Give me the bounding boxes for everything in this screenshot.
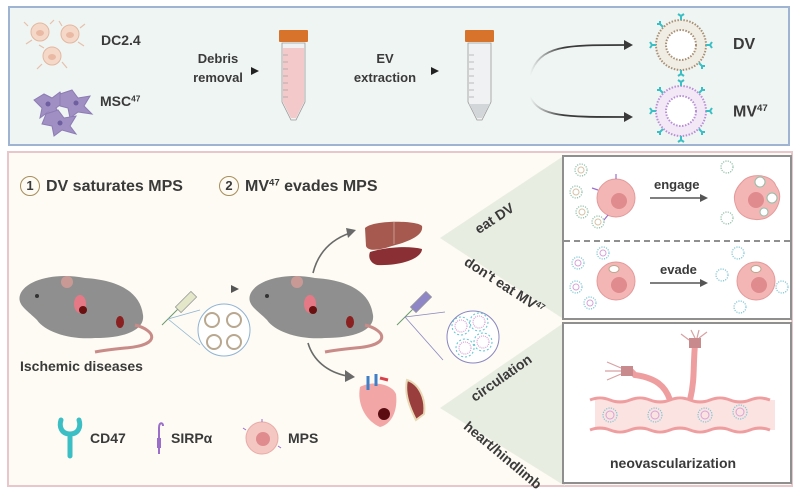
mouse-ischemic-icon [19,275,154,354]
mps-cell-icon [242,419,282,455]
dc24-cells-icon [23,19,86,70]
split-arrows-icon [529,40,633,122]
neovascularization-label: neovascularization [610,455,737,471]
mps-cell-evade-after-icon [715,246,789,314]
centrifuge-tube-ev-icon [465,30,494,121]
legend-label-mps: MPS [288,430,319,446]
mv47-zoom-circle-icon [451,312,493,358]
mps-cell-evade-before-icon [569,246,636,310]
step-debris-removal-label: Debris removal [193,51,243,85]
step-number-badge: 2 [219,176,239,196]
arrow-icon [650,194,708,202]
source-label-msc47: MSC47 [100,93,141,109]
arrow-icon [145,285,239,293]
cd47-icon [57,417,83,459]
arrow-icon [335,67,439,75]
syringe-dv-icon [161,290,251,357]
syringe-mv47-icon [396,290,500,364]
evade-label: evade [660,262,697,277]
mv47-vesicle-icon [649,79,713,143]
engage-label: engage [654,177,700,192]
arrow-icon [155,67,259,75]
source-label-dc24: DC2.4 [101,32,141,48]
centrifuge-tube-sample-icon [279,30,308,121]
legend-label-sirpa: SIRPα [171,430,213,446]
arrow-to-heart-icon [307,342,355,382]
legend-label-cd47: CD47 [90,430,126,446]
heart-hindlimb-icon [359,374,426,427]
branch-wedges [440,155,565,486]
neovascularization-vessel-icon [589,329,775,434]
product-label-dv: DV [733,36,756,53]
msc-cells-icon [33,89,94,137]
step-ev-extraction-label: EV extraction [353,51,417,85]
arrow-to-liver-icon [312,228,356,274]
product-label-mv47: MV47 [733,103,768,121]
sirpa-icon [157,422,164,454]
mouse-treated-icon [249,275,384,354]
arrow-icon [650,279,708,287]
mps-cell-engage-after-icon [720,160,781,225]
ischemic-diseases-label: Ischemic diseases [20,358,143,374]
step-number-badge: 1 [20,176,40,196]
ev-preparation-panel [8,6,790,146]
dv-vesicle-icon [649,13,713,77]
liver-spleen-icon [365,221,423,266]
divider-dashed [564,240,790,242]
mps-cell-engage-before-icon [569,163,636,229]
